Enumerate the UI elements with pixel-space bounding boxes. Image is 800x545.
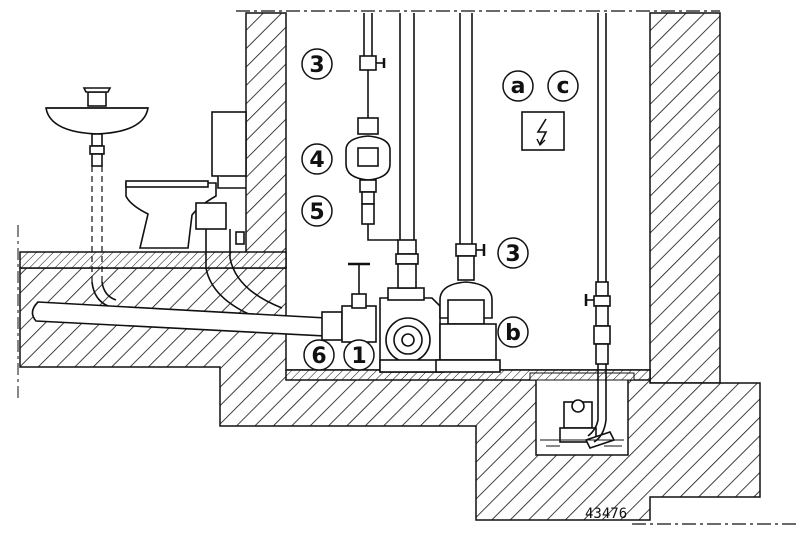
marker-3-top: 3 xyxy=(301,48,333,80)
right-wall xyxy=(649,12,721,384)
marker-1: 1 xyxy=(343,339,375,371)
vertical-pipes xyxy=(363,13,473,244)
lifting-station xyxy=(379,287,445,373)
marker-4-label: 4 xyxy=(309,148,324,173)
left-wall xyxy=(245,12,287,269)
marker-6: 6 xyxy=(303,339,335,371)
toilet xyxy=(125,111,247,249)
gate-valve xyxy=(341,262,377,343)
marker-5: 5 xyxy=(301,195,333,227)
second-pump xyxy=(435,243,501,373)
marker-4: 4 xyxy=(301,143,333,175)
marker-6-label: 6 xyxy=(311,344,326,369)
marker-b-label: b xyxy=(505,321,521,346)
reference-number: 43476 xyxy=(585,506,627,522)
sump-pump xyxy=(540,399,624,449)
marker-a: a xyxy=(502,70,534,102)
marker-3-top-label: 3 xyxy=(309,53,324,78)
marker-3-right-label: 3 xyxy=(505,242,520,267)
marker-b: b xyxy=(497,316,529,348)
marker-c: c xyxy=(547,70,579,102)
check-valve-assembly xyxy=(345,55,398,241)
marker-3-right: 3 xyxy=(497,237,529,269)
marker-c-label: c xyxy=(556,74,569,99)
electrical-box xyxy=(521,111,565,151)
sump-discharge-pipe xyxy=(584,13,611,443)
wash-basin xyxy=(45,87,149,167)
main-drain-pipe xyxy=(31,281,343,341)
lightning-bolt-icon xyxy=(536,118,548,147)
marker-5-label: 5 xyxy=(309,200,324,225)
tank-inlet-coupling xyxy=(395,239,419,289)
marker-1-label: 1 xyxy=(351,344,366,369)
marker-a-label: a xyxy=(511,74,526,99)
